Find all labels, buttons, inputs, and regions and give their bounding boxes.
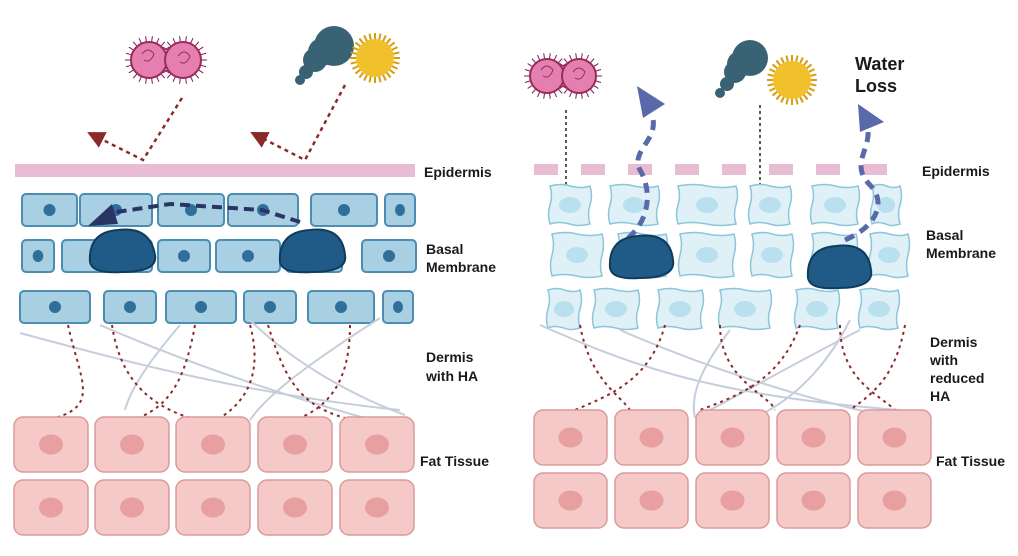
label-fat-left: Fat Tissue (420, 453, 489, 469)
cell-nucleus (605, 301, 627, 317)
cell-nucleus (43, 204, 56, 216)
fat-nucleus (365, 497, 389, 518)
bacteria-icon (524, 53, 602, 99)
fat-nucleus (882, 427, 907, 448)
immune-cell-icon (608, 234, 873, 290)
bacteria-icon (125, 36, 207, 84)
label-dermis-right-4: HA (930, 388, 950, 404)
cell-nucleus (559, 197, 581, 213)
cell-nucleus (195, 301, 207, 313)
fat-nucleus (120, 434, 144, 455)
label-fat-right: Fat Tissue (936, 453, 1005, 469)
cell-nucleus (178, 250, 190, 262)
cell-nucleus (32, 250, 44, 262)
cell-nucleus (264, 301, 276, 313)
fat-nucleus (201, 434, 225, 455)
label-basal-left-2: Membrane (426, 259, 496, 275)
cell-nucleus (383, 250, 395, 262)
immune-cell-icon (88, 228, 347, 274)
cell-nucleus (696, 247, 718, 263)
cell-nucleus (824, 197, 846, 213)
label-dermis-right-3: reduced (930, 370, 984, 386)
epidermis-band-broken (534, 164, 887, 175)
fat-nucleus (39, 434, 63, 455)
label-basal-right-1: Basal (926, 227, 963, 243)
fat-nucleus (283, 497, 307, 518)
cell-nucleus (338, 204, 350, 216)
label-basal-left-1: Basal (426, 241, 463, 257)
label-water-loss-1: Water (855, 54, 904, 74)
fat-nucleus (801, 427, 826, 448)
cell-nucleus (554, 301, 574, 317)
label-epidermis-left: Epidermis (424, 164, 492, 180)
cell-nucleus (335, 301, 347, 313)
fat-tissue-right (533, 409, 932, 529)
smoke-icon (295, 26, 354, 85)
fat-nucleus (201, 497, 225, 518)
immune-arrowhead (88, 204, 118, 226)
fat-tissue-left (13, 416, 415, 536)
epidermis-fragment (769, 164, 793, 175)
water-loss-arrow-icon (626, 86, 884, 243)
cell-nucleus (877, 197, 895, 213)
cell-nucleus (669, 301, 691, 317)
cell-nucleus (696, 197, 718, 213)
label-water-loss-2: Loss (855, 76, 897, 96)
epidermis-fragment (675, 164, 699, 175)
epidermis-band (15, 164, 415, 177)
pollen-icon (350, 33, 400, 83)
epidermis-fragment (534, 164, 558, 175)
fat-nucleus (365, 434, 389, 455)
cell-nucleus (49, 301, 61, 313)
label-dermis-left-2: with HA (425, 368, 478, 384)
cell-nucleus (566, 247, 588, 263)
fat-nucleus (639, 490, 664, 511)
fat-nucleus (558, 490, 583, 511)
cell-nucleus (868, 301, 890, 317)
fat-nucleus (39, 497, 63, 518)
pollen-icon (767, 55, 817, 105)
label-dermis-right-2: with (929, 352, 958, 368)
fat-nucleus (720, 490, 745, 511)
fat-nucleus (558, 427, 583, 448)
cell-nucleus (761, 247, 783, 263)
cell-nucleus (806, 301, 828, 317)
dermis-connectors-left (54, 324, 351, 419)
pathogen-arrows-left (87, 84, 347, 162)
basal-cells-left (19, 193, 417, 324)
cell-nucleus (124, 301, 136, 313)
fat-nucleus (283, 434, 307, 455)
right-panel: Water Loss Epidermis Basal Membrane Derm… (524, 40, 1005, 529)
dermis-fibers-right (539, 319, 901, 419)
epidermis-fragment (863, 164, 887, 175)
cell-nucleus (395, 204, 405, 216)
fat-nucleus (120, 497, 144, 518)
dermis-connectors-right (574, 324, 906, 411)
cell-nucleus (734, 301, 756, 317)
smoke-icon (715, 40, 768, 98)
cell-nucleus (759, 197, 781, 213)
fat-nucleus (639, 427, 664, 448)
label-dermis-right-1: Dermis (930, 334, 978, 350)
label-basal-right-2: Membrane (926, 245, 996, 261)
fat-nucleus (720, 427, 745, 448)
dermis-fibers-left (19, 317, 406, 426)
epidermis-fragment (722, 164, 746, 175)
cell-nucleus (242, 250, 254, 262)
left-panel: Epidermis Basal Membrane Dermis with HA … (13, 26, 496, 536)
cell-nucleus (623, 197, 645, 213)
label-epidermis-right: Epidermis (922, 163, 990, 179)
fat-nucleus (882, 490, 907, 511)
label-dermis-left-1: Dermis (426, 349, 474, 365)
cell-nucleus (393, 301, 403, 313)
immune-path-arrow (109, 201, 301, 224)
cell-nucleus (878, 247, 900, 263)
epidermis-fragment (816, 164, 840, 175)
epidermis-fragment (581, 164, 605, 175)
fat-nucleus (801, 490, 826, 511)
